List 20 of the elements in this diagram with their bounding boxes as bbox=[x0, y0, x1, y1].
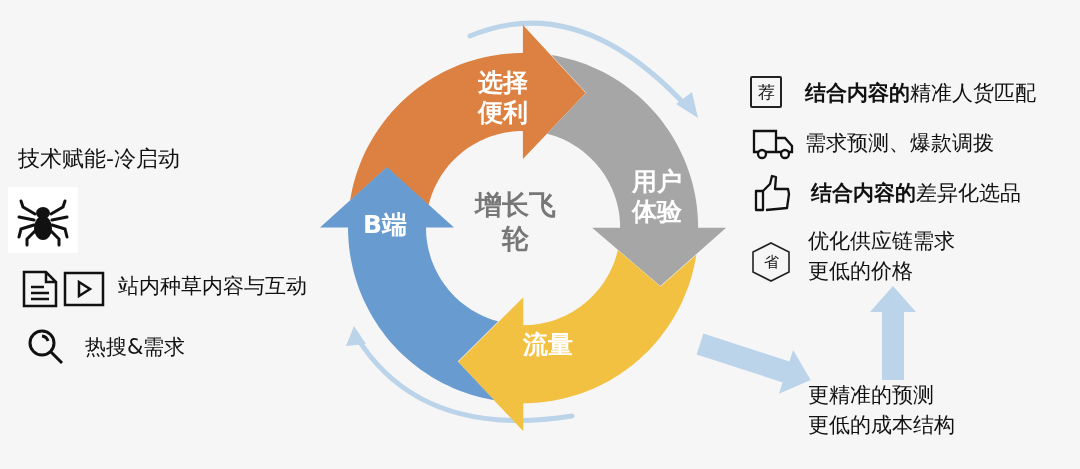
item-text: 站内种草内容与互动 bbox=[118, 273, 307, 299]
text-line: 更低的价格 bbox=[808, 258, 914, 285]
feature-text: 结合内容的精准人货匹配 bbox=[805, 80, 1036, 106]
text-line: 优化供应链需求 bbox=[808, 228, 956, 255]
feature-text: 需求预测、爆款调拨 bbox=[805, 130, 994, 156]
recommend-icon: 荐 bbox=[750, 76, 782, 108]
text-line: 更低的成本结构 bbox=[808, 412, 956, 439]
segment-label: 选择便利 bbox=[476, 68, 529, 128]
feature-text: 结合内容的差异化选品 bbox=[811, 180, 1021, 206]
center-title: 增长飞轮 bbox=[473, 188, 557, 256]
block-arrow bbox=[696, 333, 811, 394]
section-heading: 技术赋能-冷启动 bbox=[18, 146, 180, 172]
block-arrow bbox=[870, 286, 916, 380]
segment-label: 用户体验 bbox=[630, 167, 683, 227]
item-text: 热搜&需求 bbox=[85, 334, 186, 360]
save-icon: 省 bbox=[752, 242, 790, 282]
segment-label: 流量 bbox=[522, 330, 574, 360]
cycle-arrow-segment bbox=[320, 167, 499, 401]
segment-label: B端 bbox=[361, 210, 409, 240]
text-line: 更精准的预测 bbox=[808, 382, 935, 409]
